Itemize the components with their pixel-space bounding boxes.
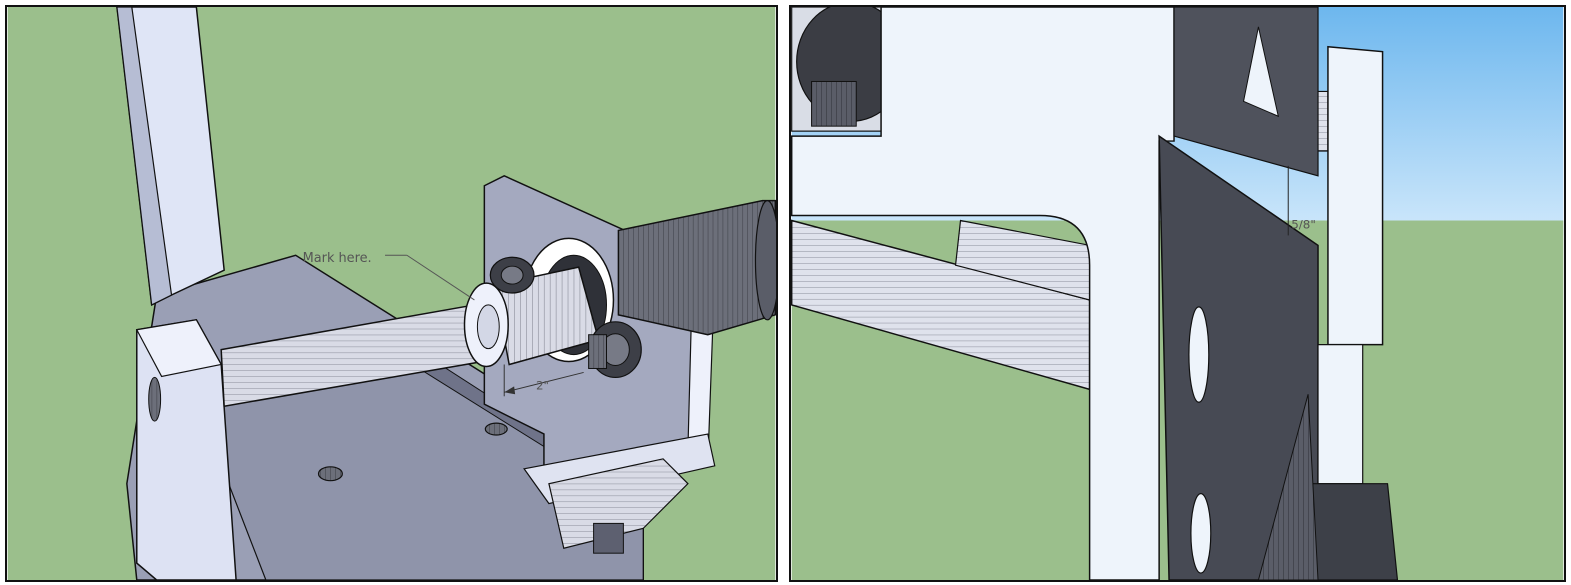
dark-slope: [1257, 394, 1319, 580]
dimension-line: [504, 371, 584, 393]
right-illustration-panel: 5/8": [789, 5, 1566, 582]
hex-nut: [489, 256, 535, 294]
lower-bolt: [593, 522, 624, 554]
rail-hole: [317, 466, 343, 482]
dark-plate-triangle: [1242, 26, 1279, 118]
motor-body: [617, 199, 776, 336]
left-illustration: Mark here. 2": [7, 7, 776, 580]
upright-panel-lower: [1317, 344, 1364, 485]
annotation-leader: [406, 254, 475, 301]
vertical-post-side: [116, 7, 173, 306]
plate-slot: [1188, 306, 1210, 403]
dimension-2-inch: 2": [536, 378, 549, 392]
end-block-hole: [148, 376, 162, 422]
lower-clamp: [548, 458, 689, 549]
dimension-five-eighths: 5/8": [1291, 217, 1316, 231]
plate-slot: [1190, 493, 1212, 574]
upright-panel: [1327, 45, 1384, 346]
hex-nut: [588, 321, 642, 379]
right-illustration: 5/8": [791, 7, 1564, 580]
pulley-bore: [476, 304, 500, 350]
dimension-arrow: [504, 386, 516, 395]
left-illustration-panel: Mark here. 2": [5, 5, 778, 582]
rail-hole: [484, 422, 508, 436]
motor-end: [754, 200, 776, 321]
annotation-mark-here: Mark here.: [303, 251, 372, 266]
gear-nut: [811, 80, 857, 127]
dark-plate: [1158, 134, 1319, 580]
end-block-top: [135, 319, 223, 378]
